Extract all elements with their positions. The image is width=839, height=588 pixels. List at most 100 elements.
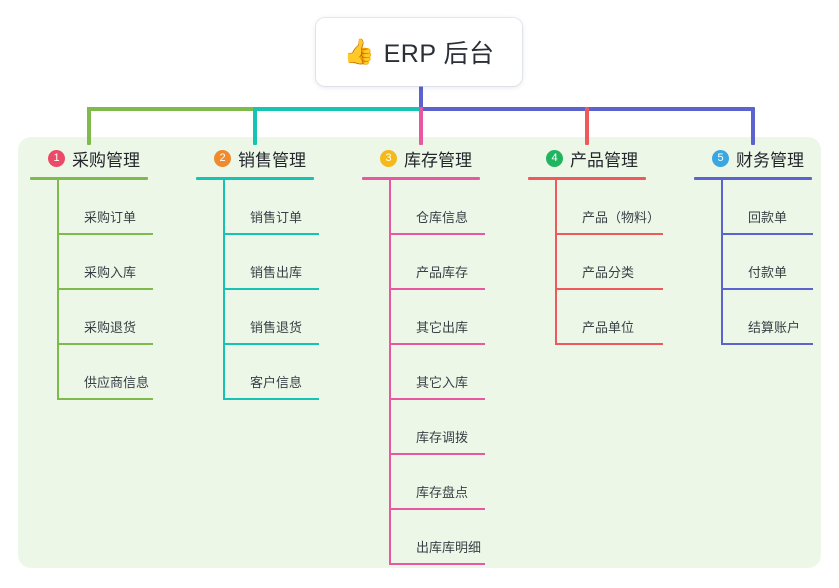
- leaf-label: 销售退货: [250, 320, 303, 335]
- connector-drop-3: [419, 107, 423, 145]
- branch-spine-1: [57, 180, 59, 400]
- leaf-rule: [57, 288, 153, 290]
- leaf-rule: [223, 398, 319, 400]
- connector-drop-5: [751, 107, 755, 145]
- branch-item-list-4: 产品（物料） 产品分类产品单位: [528, 180, 694, 345]
- diagram-panel: [18, 137, 821, 568]
- root-node-title: ERP 后台: [383, 40, 495, 68]
- branch-spine-4: [555, 180, 557, 345]
- branch-title-4: 产品管理: [570, 150, 638, 170]
- leaf-node[interactable]: 客户信息: [223, 345, 362, 400]
- leaf-rule: [57, 233, 153, 235]
- leaf-rule: [389, 233, 485, 235]
- leaf-label: 其它入库: [416, 375, 469, 390]
- leaf-label: 付款单: [748, 265, 788, 280]
- leaf-rule: [389, 563, 485, 565]
- branch-spine-2: [223, 180, 225, 400]
- leaf-rule: [721, 343, 813, 345]
- branch-column-4: 4 产品管理产品（物料） 产品分类产品单位: [528, 145, 694, 345]
- connector-drop-2: [253, 107, 257, 145]
- branch-title-3: 库存管理: [404, 150, 472, 170]
- connector-drop-4: [585, 107, 589, 145]
- branch-title-5: 财务管理: [736, 150, 804, 170]
- connector-bus-segment-2: [253, 107, 419, 111]
- leaf-label: 产品库存: [416, 265, 469, 280]
- leaf-node[interactable]: 库存调拨: [389, 400, 528, 455]
- leaf-node[interactable]: 采购退货: [57, 290, 196, 345]
- leaf-label: 结算账户: [748, 320, 801, 335]
- leaf-label: 回款单: [748, 210, 788, 225]
- leaf-node[interactable]: 采购订单: [57, 180, 196, 235]
- branch-spine-5: [721, 180, 723, 345]
- leaf-rule: [721, 233, 813, 235]
- branch-number-badge-4: 4: [546, 149, 563, 167]
- leaf-node[interactable]: 付款单: [721, 235, 834, 290]
- leaf-rule: [389, 453, 485, 455]
- branch-item-list-5: 回款单付款单结算账户: [694, 180, 834, 345]
- leaf-label: 采购订单: [84, 210, 137, 225]
- leaf-rule: [223, 343, 319, 345]
- leaf-label: 采购入库: [84, 265, 137, 280]
- leaf-node[interactable]: 销售退货: [223, 290, 362, 345]
- branch-title-2: 销售管理: [238, 150, 306, 170]
- leaf-node[interactable]: 产品库存: [389, 235, 528, 290]
- branch-rule-3: [362, 177, 480, 180]
- branch-rule-2: [196, 177, 314, 180]
- leaf-node[interactable]: 结算账户: [721, 290, 834, 345]
- leaf-label: 产品分类: [582, 265, 635, 280]
- leaf-node[interactable]: 库存盘点: [389, 455, 528, 510]
- leaf-label: 供应商信息: [84, 375, 150, 390]
- branch-item-list-3: 仓库信息产品库存其它出库其它入库库存调拨库存盘点出库库明细: [362, 180, 528, 565]
- branch-header-4[interactable]: 4 产品管理: [528, 145, 694, 171]
- leaf-rule: [223, 288, 319, 290]
- thumbs-up-icon: 👍: [343, 37, 375, 66]
- leaf-rule: [389, 343, 485, 345]
- branch-spine-3: [389, 180, 391, 565]
- leaf-rule: [555, 233, 663, 235]
- leaf-node[interactable]: 采购入库: [57, 235, 196, 290]
- leaf-node[interactable]: 其它入库: [389, 345, 528, 400]
- leaf-node[interactable]: 仓库信息: [389, 180, 528, 235]
- leaf-label: 采购退货: [84, 320, 137, 335]
- leaf-rule: [389, 398, 485, 400]
- leaf-rule: [57, 343, 153, 345]
- leaf-node[interactable]: 产品（物料）: [555, 180, 694, 235]
- leaf-label: 库存调拨: [416, 430, 469, 445]
- leaf-rule: [389, 288, 485, 290]
- leaf-node[interactable]: 产品单位: [555, 290, 694, 345]
- leaf-label: 库存盘点: [416, 485, 469, 500]
- branch-number-badge-5: 5: [712, 149, 729, 167]
- leaf-label: 其它出库: [416, 320, 469, 335]
- branch-header-5[interactable]: 5 财务管理: [694, 145, 834, 171]
- connector-root-stem: [419, 86, 423, 111]
- branch-column-5: 5 财务管理回款单付款单结算账户: [694, 145, 834, 345]
- branch-header-3[interactable]: 3 库存管理: [362, 145, 528, 171]
- leaf-label: 客户信息: [250, 375, 303, 390]
- branch-rule-5: [694, 177, 812, 180]
- branch-rule-4: [528, 177, 646, 180]
- leaf-node[interactable]: 出库库明细: [389, 510, 528, 565]
- leaf-rule: [389, 508, 485, 510]
- leaf-label: 销售订单: [250, 210, 303, 225]
- leaf-node[interactable]: 销售订单: [223, 180, 362, 235]
- branch-header-1[interactable]: 1 采购管理: [30, 145, 196, 171]
- leaf-node[interactable]: 产品分类: [555, 235, 694, 290]
- branch-title-1: 采购管理: [72, 150, 140, 170]
- leaf-label: 出库库明细: [416, 540, 482, 555]
- leaf-node[interactable]: 销售出库: [223, 235, 362, 290]
- root-node-card[interactable]: 👍 ERP 后台: [316, 18, 522, 86]
- leaf-node[interactable]: 回款单: [721, 180, 834, 235]
- leaf-rule: [721, 288, 813, 290]
- branch-column-1: 1 采购管理采购订单采购入库采购退货供应商信息: [30, 145, 196, 400]
- branch-number-badge-3: 3: [380, 149, 397, 167]
- leaf-rule: [555, 343, 663, 345]
- leaf-rule: [57, 398, 153, 400]
- branch-column-3: 3 库存管理仓库信息产品库存其它出库其它入库库存调拨库存盘点出库库明细: [362, 145, 528, 565]
- leaf-rule: [555, 288, 663, 290]
- leaf-node[interactable]: 其它出库: [389, 290, 528, 345]
- branch-number-badge-1: 1: [48, 149, 65, 167]
- leaf-node[interactable]: 供应商信息: [57, 345, 196, 400]
